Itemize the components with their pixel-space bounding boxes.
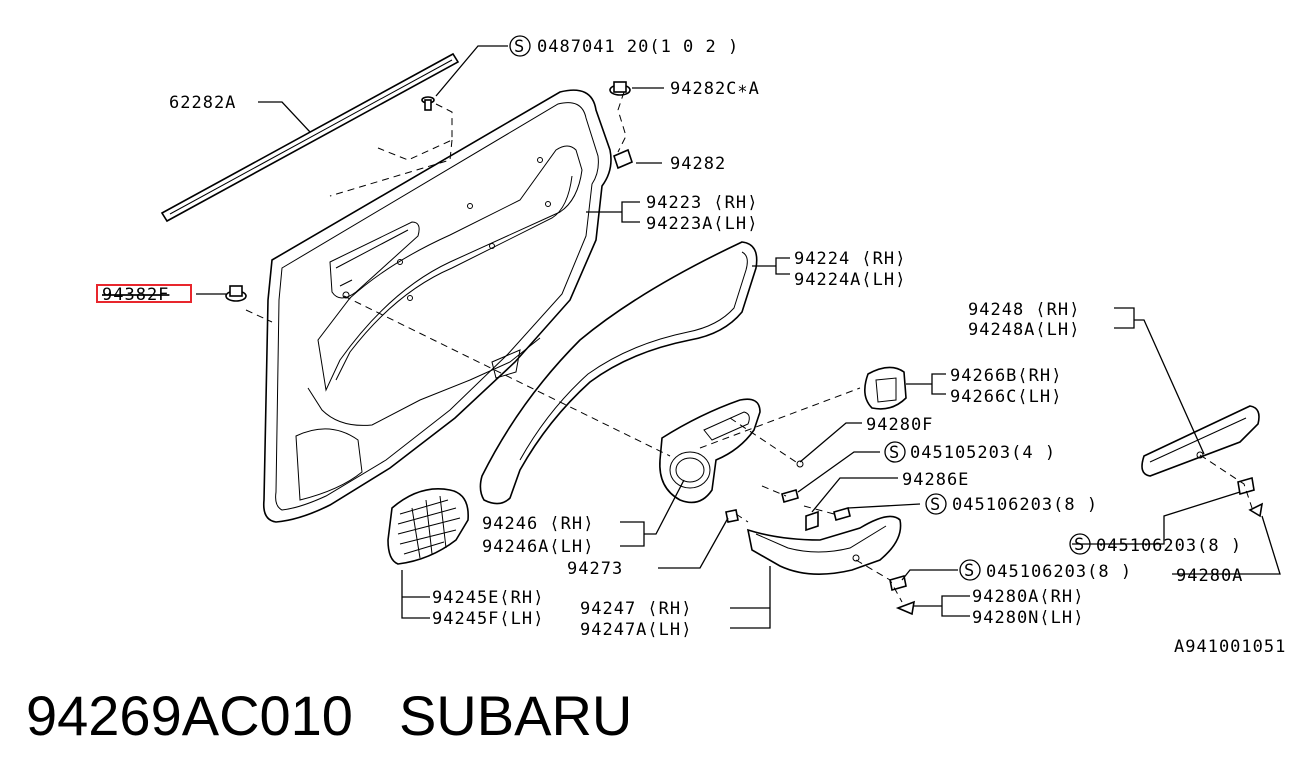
label-armrest-lh: 94224A⟨LH⟩ (794, 270, 906, 290)
label-bezel-lh: 94246A⟨LH⟩ (482, 537, 594, 557)
label-handle-rh: 94247 ⟨RH⟩ (580, 599, 692, 619)
speaker-grille-part (387, 488, 469, 565)
label-cover-lh: 94266C⟨LH⟩ (950, 387, 1062, 407)
svg-text:S: S (514, 37, 525, 57)
assembly-lines (245, 91, 1253, 603)
label-clip-273: 94273 (567, 559, 623, 579)
label-clip-top: 94282C∗A (670, 79, 760, 99)
armrest-part (479, 241, 758, 505)
label-bezel-rh: 94246 ⟨RH⟩ (482, 514, 594, 534)
pull-handle-part (1141, 405, 1260, 477)
s-marker-icon: S (1069, 533, 1091, 555)
label-cap-lh: 94280N⟨LH⟩ (972, 608, 1084, 628)
label-speaker-lh: 94245F⟨LH⟩ (432, 609, 544, 629)
svg-text:S: S (964, 561, 975, 581)
label-pull-lh: 94248A⟨LH⟩ (968, 320, 1080, 340)
label-screw-4: 045105203(4 ) (910, 443, 1056, 463)
leader-lines (196, 45, 1281, 629)
svg-text:S: S (930, 495, 941, 515)
s-marker-icon: S (509, 35, 531, 57)
label-trim-rh: 94223 ⟨RH⟩ (646, 193, 758, 213)
label-strip: 62282A (169, 93, 236, 113)
clip-top-icon (609, 81, 631, 96)
label-clip-left: 94382F (102, 285, 169, 305)
clip-94282-icon (613, 148, 633, 170)
label-cap-a: 94280A (1176, 566, 1243, 586)
s-marker-icon: S (884, 441, 906, 463)
label-clip: 94282 (670, 154, 726, 174)
label-cap-rh: 94280A⟨RH⟩ (972, 587, 1084, 607)
label-handle-lh: 94247A⟨LH⟩ (580, 620, 692, 640)
label-clip-286e: 94286E (902, 470, 969, 490)
label-pull-rh: 94248 ⟨RH⟩ (968, 300, 1080, 320)
switch-cover-part (864, 366, 907, 410)
s-marker-icon: S (959, 559, 981, 581)
label-screw-280f: 94280F (866, 415, 933, 435)
reference-code: A941001051 (1174, 637, 1286, 657)
label-speaker-rh: 94245E⟨RH⟩ (432, 588, 544, 608)
svg-text:S: S (1074, 535, 1085, 555)
standard-part-markers: S S S S S (509, 35, 1091, 581)
label-screw-8a: 045106203(8 ) (952, 495, 1098, 515)
highlight-box (96, 284, 192, 303)
inner-handle-bezel-part (659, 398, 761, 504)
door-trim-panel-part (262, 89, 612, 523)
svg-text:S: S (889, 443, 900, 463)
door-handle-part (746, 515, 902, 575)
label-cover-rh: 94266B⟨RH⟩ (950, 366, 1062, 386)
part-labels: 0487041 20(1 0 2 ) 62282A 94282C∗A 94282… (102, 37, 1286, 657)
label-trim-lh: 94223A⟨LH⟩ (646, 214, 758, 234)
screw-top-icon (421, 96, 435, 111)
weather-strip-part (160, 52, 460, 223)
footer: 94269AC010 SUBARU (26, 683, 632, 748)
brand-name: SUBARU (398, 684, 633, 747)
clip-left-icon (225, 285, 247, 302)
parts-diagram: S S S S S 0487041 20(1 0 2 ) 62282A 9428… (96, 35, 1286, 657)
part-number: 94269AC010 (26, 684, 353, 747)
label-armrest-rh: 94224 ⟨RH⟩ (794, 249, 906, 269)
label-screw-8b: 045106203(8 ) (1096, 536, 1242, 556)
s-marker-icon: S (925, 493, 947, 515)
label-screw-top: 0487041 20(1 0 2 ) (537, 37, 739, 57)
label-screw-8c: 045106203(8 ) (986, 562, 1132, 582)
